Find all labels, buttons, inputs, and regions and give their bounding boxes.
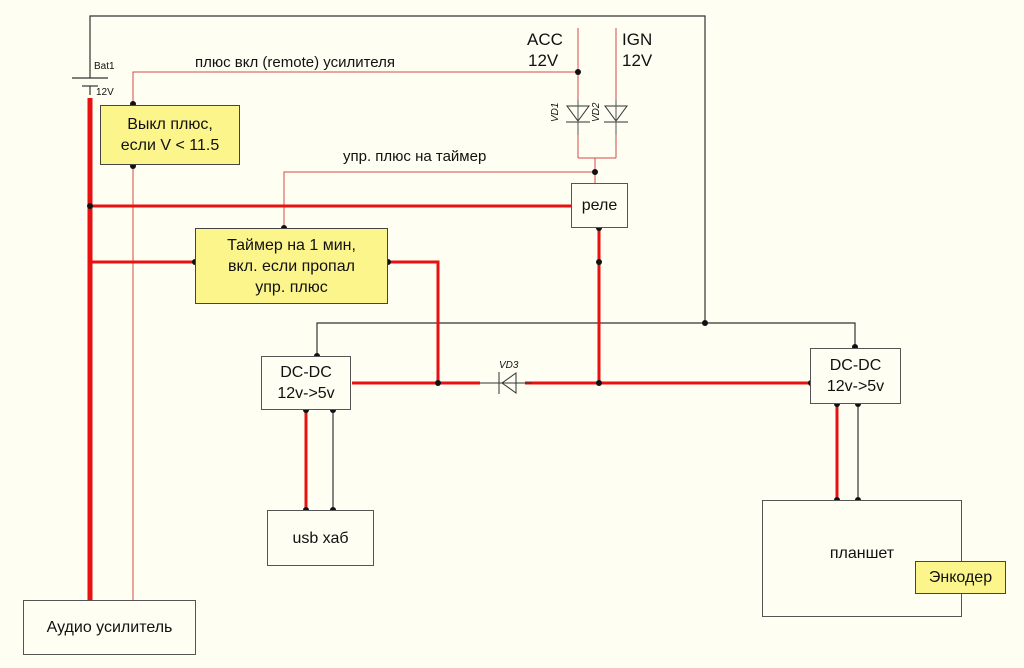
- voltage-cutoff-block[interactable]: Выкл плюс, если V < 11.5: [100, 105, 240, 165]
- acc-label: ACC: [527, 30, 563, 49]
- dcdc-left-block[interactable]: DC-DC 12v->5v: [261, 356, 351, 410]
- ground-wire-dcdc: [316, 322, 856, 356]
- timer-out-wire: [388, 260, 440, 383]
- diode-vd3-label: VD3: [499, 360, 519, 371]
- ground-wire-top: [89, 15, 706, 323]
- tablet-label: планшет: [829, 545, 895, 562]
- dcdc-left-line1: DC-DC: [280, 364, 332, 381]
- cutoff-line2: если V < 11.5: [120, 137, 220, 154]
- dcdc-left-line2: 12v->5v: [277, 385, 335, 402]
- battery-name-label: Bat1: [94, 61, 115, 72]
- usb-hub-label: usb хаб: [292, 529, 349, 547]
- remote-wire: [132, 71, 578, 104]
- audio-amplifier-block[interactable]: Аудио усилитель: [23, 600, 196, 655]
- diode-vd3-symbol: [480, 372, 532, 394]
- encoder-label: Энкодер: [928, 569, 993, 586]
- acc-voltage-label: 12V: [528, 51, 559, 70]
- dcdc-right-block[interactable]: DC-DC 12v->5v: [810, 348, 901, 404]
- tablet-block[interactable]: планшет: [762, 500, 962, 617]
- battery-symbol: [72, 77, 108, 87]
- power-wires: [90, 204, 839, 510]
- audio-amplifier-label: Аудио усилитель: [46, 619, 173, 636]
- timer-line1: Таймер на 1 мин,: [227, 236, 356, 254]
- timer-control-wire-label: упр. плюс на таймер: [343, 148, 487, 165]
- relay-label: реле: [581, 197, 618, 214]
- usb-hub-block[interactable]: usb хаб: [267, 510, 374, 566]
- diode-vd2-label: VD2: [591, 102, 602, 122]
- ground-wires: [89, 15, 859, 510]
- cutoff-line1: Выкл плюс,: [127, 116, 213, 133]
- timer-line3: упр. плюс: [255, 278, 328, 296]
- timer-control-wire: [283, 171, 595, 228]
- dcdc-right-line2: 12v->5v: [826, 378, 885, 395]
- relay-block[interactable]: реле: [571, 183, 628, 228]
- diode-vd1-label: VD1: [550, 102, 561, 122]
- dcdc-right-line1: DC-DC: [829, 357, 882, 374]
- encoder-block[interactable]: Энкодер: [915, 561, 1006, 594]
- timer-block[interactable]: Таймер на 1 мин, вкл. если пропал упр. п…: [195, 228, 388, 304]
- ign-voltage-label: 12V: [622, 51, 653, 70]
- ign-label: IGN: [622, 30, 653, 49]
- timer-line2: вкл. если пропал: [228, 257, 355, 275]
- remote-wire-label: плюс вкл (remote) усилителя: [195, 54, 396, 71]
- battery-voltage-label: 12V: [96, 87, 114, 98]
